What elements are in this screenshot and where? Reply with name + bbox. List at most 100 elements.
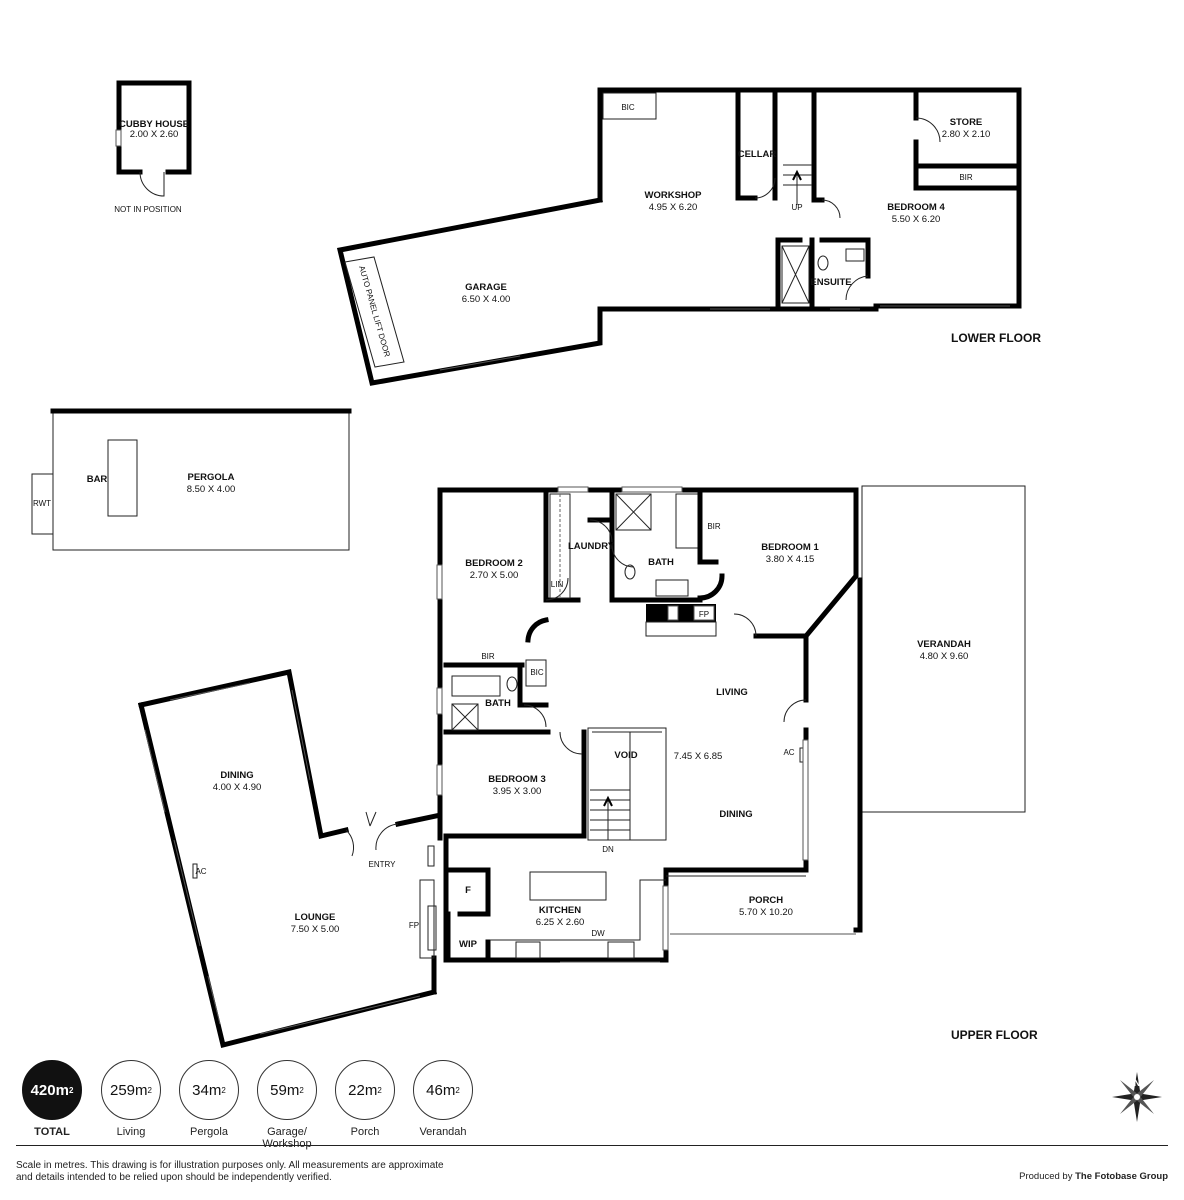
- bath-upper-name: BATH: [648, 557, 674, 568]
- producer-name: The Fotobase Group: [1075, 1171, 1168, 1182]
- workshop-name: WORKSHOP: [645, 190, 703, 201]
- bedroom4-dims: 5.50 X 6.20: [892, 214, 941, 225]
- bedroom4-bir: BIR: [959, 173, 973, 182]
- stairs-up: UP: [783, 164, 812, 212]
- bedroom4-name: BEDROOM 4: [887, 202, 945, 213]
- garage-dims: 6.50 X 4.00: [462, 294, 511, 305]
- kitchen-name: KITCHEN: [539, 905, 581, 916]
- area-unit: m: [208, 1081, 222, 1099]
- workshop-dims: 4.95 X 6.20: [649, 202, 698, 213]
- area-label: TOTAL: [34, 1126, 70, 1138]
- pergola-rwt: RWT: [33, 499, 51, 508]
- pergola: RWT BAR PERGOLA 8.50 X 4.00: [31, 408, 352, 551]
- area-unit-power: 2: [299, 1085, 304, 1095]
- cellar-name: CELLAR: [738, 149, 777, 160]
- bedroom2-dims: 2.70 X 5.00: [470, 570, 519, 581]
- entry-name: ENTRY: [369, 860, 397, 869]
- cubby-name: CUBBY HOUSE: [119, 119, 189, 130]
- cubby-note: NOT IN POSITION: [114, 205, 182, 214]
- porch-name: PORCH: [749, 895, 783, 906]
- area-label: Porch: [350, 1126, 380, 1138]
- living-ac: AC: [783, 748, 794, 757]
- west-wing: DINING 4.00 X 4.90 AC LOUNGE 7.50 X 5.00…: [137, 669, 439, 1049]
- area-number: 46: [426, 1081, 443, 1099]
- bedroom1-bir: BIR: [707, 522, 721, 531]
- area-unit: m: [55, 1081, 69, 1099]
- area-unit-power: 2: [147, 1085, 152, 1095]
- pergola-bar: BAR: [87, 474, 108, 485]
- area-number: 259: [110, 1081, 136, 1099]
- area-unit: m: [135, 1081, 148, 1099]
- pergola-name: PERGOLA: [188, 472, 235, 483]
- bedroom2-name: BEDROOM 2: [465, 558, 523, 569]
- store-name: STORE: [950, 117, 983, 128]
- area-unit-power: 2: [455, 1085, 460, 1095]
- dining-ac: AC: [195, 867, 206, 876]
- bedroom1-dims: 3.80 X 4.15: [766, 554, 815, 565]
- void-name: VOID: [614, 750, 637, 761]
- ensuite-name: ENSUITE: [810, 277, 851, 288]
- bedroom3-name: BEDROOM 3: [488, 774, 546, 785]
- area-unit-power: 2: [377, 1085, 382, 1095]
- porch-dims: 5.70 X 10.20: [739, 907, 793, 918]
- verandah-name: VERANDAH: [917, 639, 971, 650]
- bedroom1-name: BEDROOM 1: [761, 542, 819, 553]
- area-number: 34: [192, 1081, 209, 1099]
- bedroom3-dims: 3.95 X 3.00: [493, 786, 542, 797]
- stairs-dn-label: DN: [602, 845, 614, 854]
- area-label: Garage/ Workshop: [262, 1126, 312, 1150]
- dining-main-name: DINING: [719, 809, 752, 820]
- compass-label: N: [1134, 1078, 1141, 1088]
- living-fp: FP: [699, 610, 709, 619]
- cubby-house: CUBBY HOUSE 2.00 X 2.60 NOT IN POSITION: [114, 80, 192, 214]
- living-dims: 7.45 X 6.85: [674, 751, 723, 762]
- area-number: 59: [270, 1081, 287, 1099]
- area-label: Pergola: [190, 1126, 228, 1138]
- wip-name: WIP: [459, 939, 478, 950]
- area-unit: m: [364, 1081, 378, 1099]
- lounge-name: LOUNGE: [295, 912, 336, 923]
- lounge-fp: FP: [409, 921, 419, 930]
- disclaimer: Scale in metres. This drawing is for ill…: [16, 1160, 444, 1183]
- laundry-lin: LIN: [551, 580, 564, 589]
- producer-prefix: Produced by: [1019, 1171, 1073, 1182]
- verandah: VERANDAH 4.80 X 9.60: [861, 485, 1026, 813]
- bath-mid-name: BATH: [485, 698, 511, 709]
- area-unit: m: [442, 1081, 456, 1099]
- area-unit: m: [286, 1081, 300, 1099]
- lower-floor-title: LOWER FLOOR: [951, 331, 1041, 345]
- kitchen-dims: 6.25 X 2.60: [536, 917, 585, 928]
- verandah-dims: 4.80 X 9.60: [920, 651, 969, 662]
- kitchen-f: F: [465, 885, 471, 896]
- dining-west-dims: 4.00 X 4.90: [213, 782, 262, 793]
- area-number: 22: [348, 1081, 365, 1099]
- area-label: Living: [116, 1126, 146, 1138]
- area-unit-power: 2: [221, 1085, 226, 1095]
- producer-credit: Produced by The Fotobase Group: [1019, 1171, 1168, 1182]
- kitchen-dw: DW: [591, 929, 605, 938]
- area-unit-power: 2: [68, 1085, 74, 1095]
- living-name: LIVING: [716, 687, 748, 698]
- pergola-dims: 8.50 X 4.00: [187, 484, 236, 495]
- upper-floor: FP: [427, 486, 863, 963]
- garage-name: GARAGE: [465, 282, 507, 293]
- footer-divider: [16, 1145, 1168, 1146]
- living-bic: BIC: [530, 668, 544, 677]
- laundry-name: LAUNDRY: [568, 541, 615, 552]
- stairs-up-label: UP: [791, 203, 802, 212]
- area-number: 420: [30, 1081, 56, 1099]
- workshop-bic: BIC: [621, 103, 635, 112]
